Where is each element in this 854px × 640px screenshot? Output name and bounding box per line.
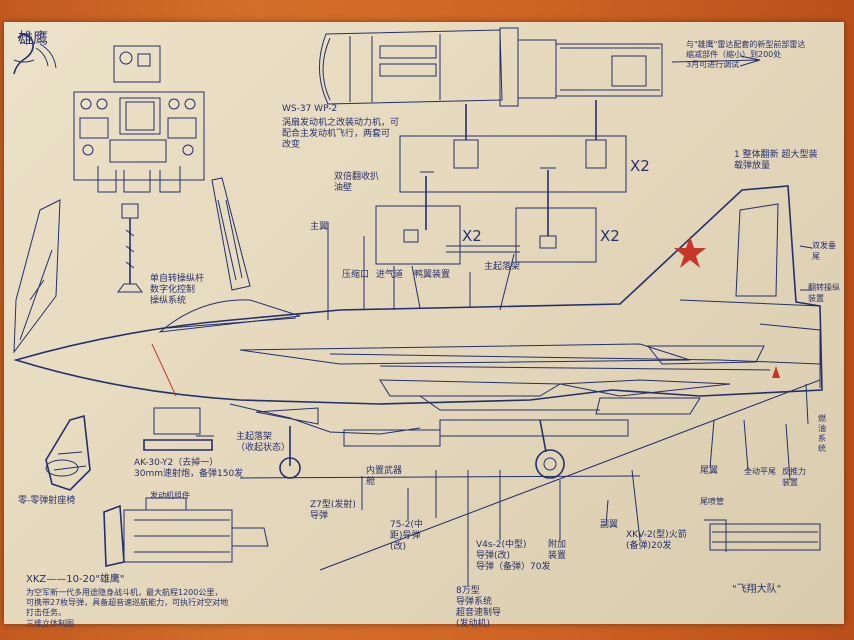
x2-label-boom: X2 [630, 157, 650, 175]
missile-top [671, 55, 761, 67]
weapon-bay-label: 内置武器 舱 [366, 466, 403, 487]
x2-label-right: X2 [600, 227, 620, 245]
bottom-left-description: 为空军新一代多用途隐身战斗机，最大航程1200公里， 可携带27枚导弹，具备超音… [26, 588, 229, 617]
rocket-launcher-drawing [704, 519, 821, 552]
x2-label-left: X2 [462, 227, 482, 245]
gun-module-drawing [143, 407, 214, 451]
pylon-2-label: 75-2(中 距)导弹 (改) [390, 520, 423, 552]
intake-label: 进气道 [376, 270, 404, 280]
canard-label: 鸭翼装置 [414, 270, 451, 280]
radar-note-top: 与"雄鹰"雷达配套的新型前部雷达 缩减部件（缩小）到200处 3月可进行调试 [686, 40, 806, 69]
boom-box [399, 135, 627, 193]
engine-pod-drawing [103, 497, 269, 567]
gun-label: AK-30-Y2（去掉一） 30mm速射炮，备弹150发 [134, 458, 244, 479]
gear-doors-label: 主翼 [310, 222, 329, 232]
boom-label: 双倍翻收扒 油壁 [334, 172, 380, 193]
pylon-5-label: 附加 装置 [548, 540, 567, 561]
drawing-paper [4, 22, 844, 624]
small-label-1: 全动平尾 [744, 467, 776, 476]
main-wheel-icon [535, 449, 565, 479]
left-wing-panel [13, 199, 61, 354]
engine-title: WS-37 WP-2 [282, 104, 338, 114]
tail-gear-label: 尾翼 [700, 466, 719, 476]
red-star-icon [674, 236, 706, 268]
bottom-left-sign: 三维立体制图 [26, 619, 74, 628]
engine-pod-label: 发动机组件 [150, 491, 190, 500]
aircraft-body [13, 185, 823, 571]
nose-gear-label: 主起落架 （收起状态） [236, 432, 291, 453]
right-wing-panel [211, 177, 251, 291]
pylon-4-label: V4s-2(中型) 导弹(改) 导弹（备弹）70发 [476, 540, 551, 572]
canopy [158, 299, 301, 333]
rocket-label: XKV-2(型)火箭 (备弹)20发 [626, 530, 687, 551]
cockpit-panel-drawing [73, 45, 205, 193]
engine-drawing [318, 27, 663, 169]
seat-label: 零-零弹射座椅 [18, 496, 76, 506]
bottom-left-title: XKZ——10-20"雄鹰" [26, 574, 125, 585]
right-edge-label: 燃 油 系 统 [818, 414, 826, 453]
stick-note-label: 单自转操纵杆 数字化控制 操纵系统 [150, 274, 205, 306]
small-label-3: 反推力 装置 [782, 467, 806, 487]
airbrake-label: 压缩口 [342, 270, 370, 280]
logo-icon [13, 33, 57, 75]
logo-mark: 雄鹰 [18, 29, 49, 47]
flap-label: 副翼 [600, 520, 619, 530]
tail-note-label: 翻转操纵 装置 [808, 283, 840, 303]
engine-description: 涡扇发动机之改装动力机，可 配合主发动机飞行，两套可 改变 [282, 118, 400, 150]
pylon-1-label: Z7型(发射) 导弹 [310, 500, 356, 521]
small-label-2: 尾喷管 [700, 497, 724, 506]
radar-note-right: 1 整体翻新 超大型装 载弹放量 [734, 150, 818, 171]
gear-box-right [515, 207, 597, 263]
main-gear-label: 主起落架 [484, 262, 521, 272]
control-stick-drawing [117, 203, 143, 293]
vertical-stab-label: 双发垂 尾 [812, 241, 836, 261]
pylon-3-label: 8万型 导弹系统 超音速制导 (发动机) [456, 586, 502, 629]
ejection-seat-drawing [45, 414, 91, 491]
bottom-right-label: "飞翔大队" [732, 584, 782, 595]
gear-box-left [375, 205, 461, 265]
